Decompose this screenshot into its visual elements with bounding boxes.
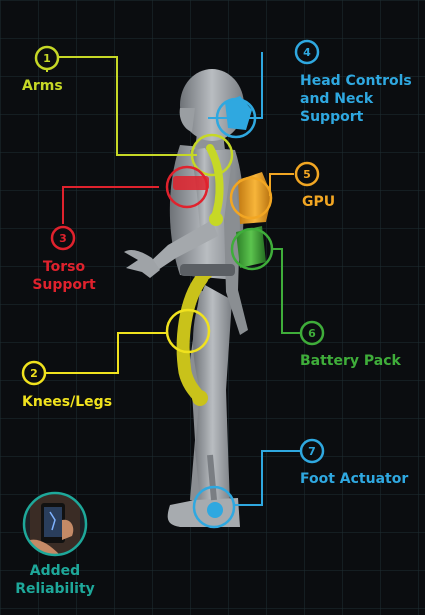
hip-belt: [180, 264, 235, 276]
label-head: Head Controls and Neck Support: [300, 73, 412, 125]
torso-strap: [173, 176, 209, 190]
badge-knees: 2: [30, 367, 38, 380]
torso-ring: [165, 165, 209, 209]
arm-joint: [209, 212, 223, 226]
label-battery: Battery Pack: [300, 353, 401, 369]
number-badges: 1 2 3 4 5 6 7: [21, 39, 325, 464]
head-control-unit: [225, 96, 252, 130]
battery-ring: [230, 227, 274, 271]
badge-torso: 3: [59, 232, 67, 245]
knees-leader: [43, 332, 167, 374]
reliability-badge: [22, 491, 88, 557]
knees-ring: [165, 308, 211, 354]
arms-ring: [190, 133, 234, 177]
torso-leader: [62, 186, 159, 224]
exoskeleton: [173, 96, 272, 518]
foot-leader: [234, 450, 300, 506]
badge-foot: 7: [308, 445, 316, 458]
label-torso: Torso Support: [32, 259, 96, 293]
badge-gpu: 5: [303, 168, 311, 181]
head-leader: [208, 52, 263, 119]
badge-battery: 6: [308, 327, 316, 340]
label-knees: Knees/Legs: [22, 394, 113, 410]
phone-in-hand-icon: [30, 494, 80, 554]
label-foot: Foot Actuator: [300, 471, 409, 487]
highlight-rings: [165, 97, 274, 529]
battery-leader: [273, 248, 300, 334]
foot-actuator-unit: [207, 502, 223, 518]
badge-arms: 1: [43, 52, 51, 65]
label-reliability: Added Reliability: [15, 563, 95, 597]
label-gpu: GPU: [302, 194, 336, 210]
gpu-ring: [229, 176, 273, 220]
head-ring: [215, 97, 257, 139]
foot-ring: [192, 485, 236, 529]
badge-head: 4: [303, 46, 311, 59]
knee-joint: [192, 390, 208, 406]
battery-unit: [236, 226, 266, 268]
leg-actuator: [176, 271, 209, 405]
label-arms: Arms: [22, 78, 63, 94]
gpu-unit: [238, 172, 272, 224]
